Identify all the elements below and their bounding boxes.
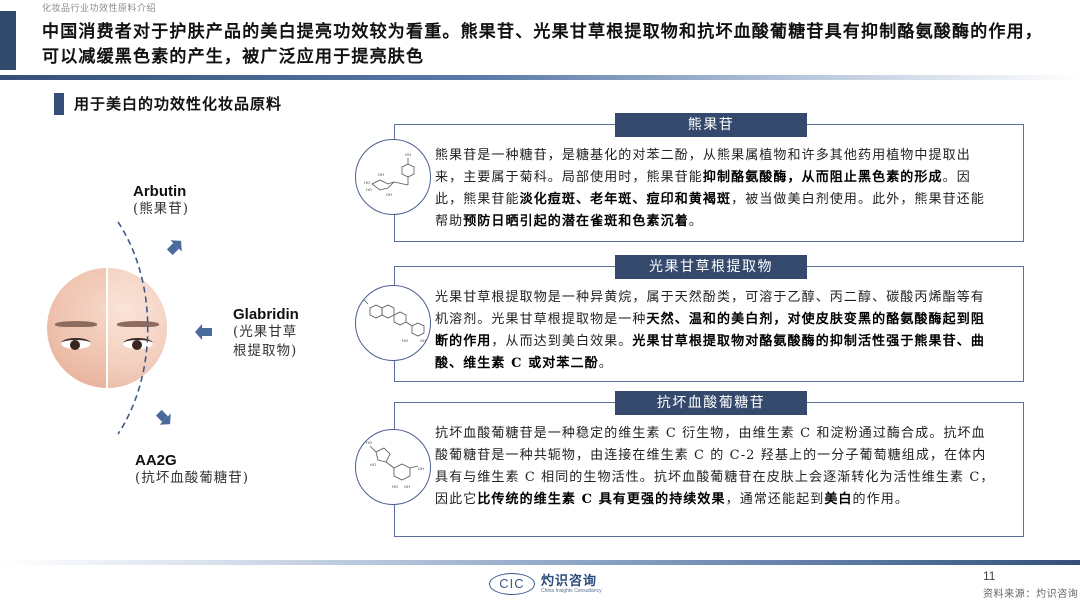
svg-text:HO: HO (392, 484, 398, 489)
glabridin-molecule-icon: HO OH (355, 285, 431, 361)
svg-text:OH: OH (420, 338, 426, 343)
svg-text:OH: OH (404, 484, 410, 489)
eye (123, 338, 153, 350)
eyebrow (55, 321, 97, 327)
aa2g-molecule-icon: HO HO HO OH OH (355, 429, 431, 505)
ingredient-label-arbutin: Arbutin (熊果苷) (133, 183, 190, 217)
svg-text:OH: OH (405, 152, 411, 157)
svg-text:OH: OH (418, 466, 424, 471)
section-marker (54, 93, 64, 115)
title-accent-bar (0, 11, 16, 70)
arrow-icon (195, 324, 212, 340)
company-logo: CIC 灼识咨询 China Insights Consultancy (489, 573, 602, 595)
ingredient-label-aa2g: AA2G (抗坏血酸葡糖苷) (135, 452, 250, 486)
svg-text:OH: OH (378, 172, 384, 177)
info-card-arbutin: 熊果苷 OH OH HO HO OH 熊果苷是一种糖苷，是糖基化的对苯二酚，从熊果属植物… (355, 113, 1024, 242)
card-title: 熊果苷 (615, 113, 807, 137)
card-body: 抗坏血酸葡糖苷是一种稳定的维生素 C 衍生物，由维生素 C 和淀粉通过酶合成。抗… (435, 426, 995, 507)
page-headline: 中国消费者对于护肤产品的美白提亮功效较为看重。熊果苷、光果甘草根提取物和抗坏血酸… (42, 22, 1043, 67)
arrow-icon (166, 240, 182, 256)
svg-text:HO: HO (364, 180, 370, 185)
svg-text:HO: HO (370, 462, 376, 467)
arbutin-molecule-icon: OH OH HO HO OH (355, 139, 431, 215)
svg-text:HO: HO (366, 440, 372, 445)
info-card-glabridin: 光果甘草根提取物 HO OH 光果甘草根提取物是一种异黄烷，属于天然酚类，可溶于乙… (355, 255, 1024, 382)
footer-divider (0, 560, 1080, 565)
eye (61, 338, 91, 350)
section-title: 用于美白的功效性化妆品原料 (74, 95, 283, 113)
card-body: 光果甘草根提取物是一种异黄烷，属于天然酚类，可溶于乙醇、丙二醇、碳酸丙烯酯等有机… (435, 290, 985, 371)
svg-text:OH: OH (386, 192, 392, 197)
source-note: 资料来源：灼识咨询 (983, 589, 1079, 600)
eyebrow (117, 321, 159, 327)
info-card-aa2g: 抗坏血酸葡糖苷 HO HO HO OH OH 抗坏血酸葡糖苷是一种稳定的维生素 C 衍生… (355, 391, 1024, 537)
card-title: 抗坏血酸葡糖苷 (615, 391, 807, 415)
svg-text:HO: HO (366, 187, 372, 192)
header-divider (0, 75, 1080, 80)
arrow-icon (155, 409, 171, 425)
svg-text:HO: HO (402, 338, 408, 343)
card-body: 熊果苷是一种糖苷，是糖基化的对苯二酚，从熊果属植物和许多其他药用植物中提取出来，… (435, 148, 985, 229)
ingredient-label-glabridin: Glabridin (光果甘草 根提取物) (233, 306, 299, 359)
cic-logo-icon: CIC (489, 573, 535, 595)
page-number: 11 (983, 569, 996, 583)
card-title: 光果甘草根提取物 (615, 255, 807, 279)
document-category-label: 化妆品行业功效性原料介绍 (42, 4, 157, 14)
face-before-after-image (47, 268, 167, 388)
